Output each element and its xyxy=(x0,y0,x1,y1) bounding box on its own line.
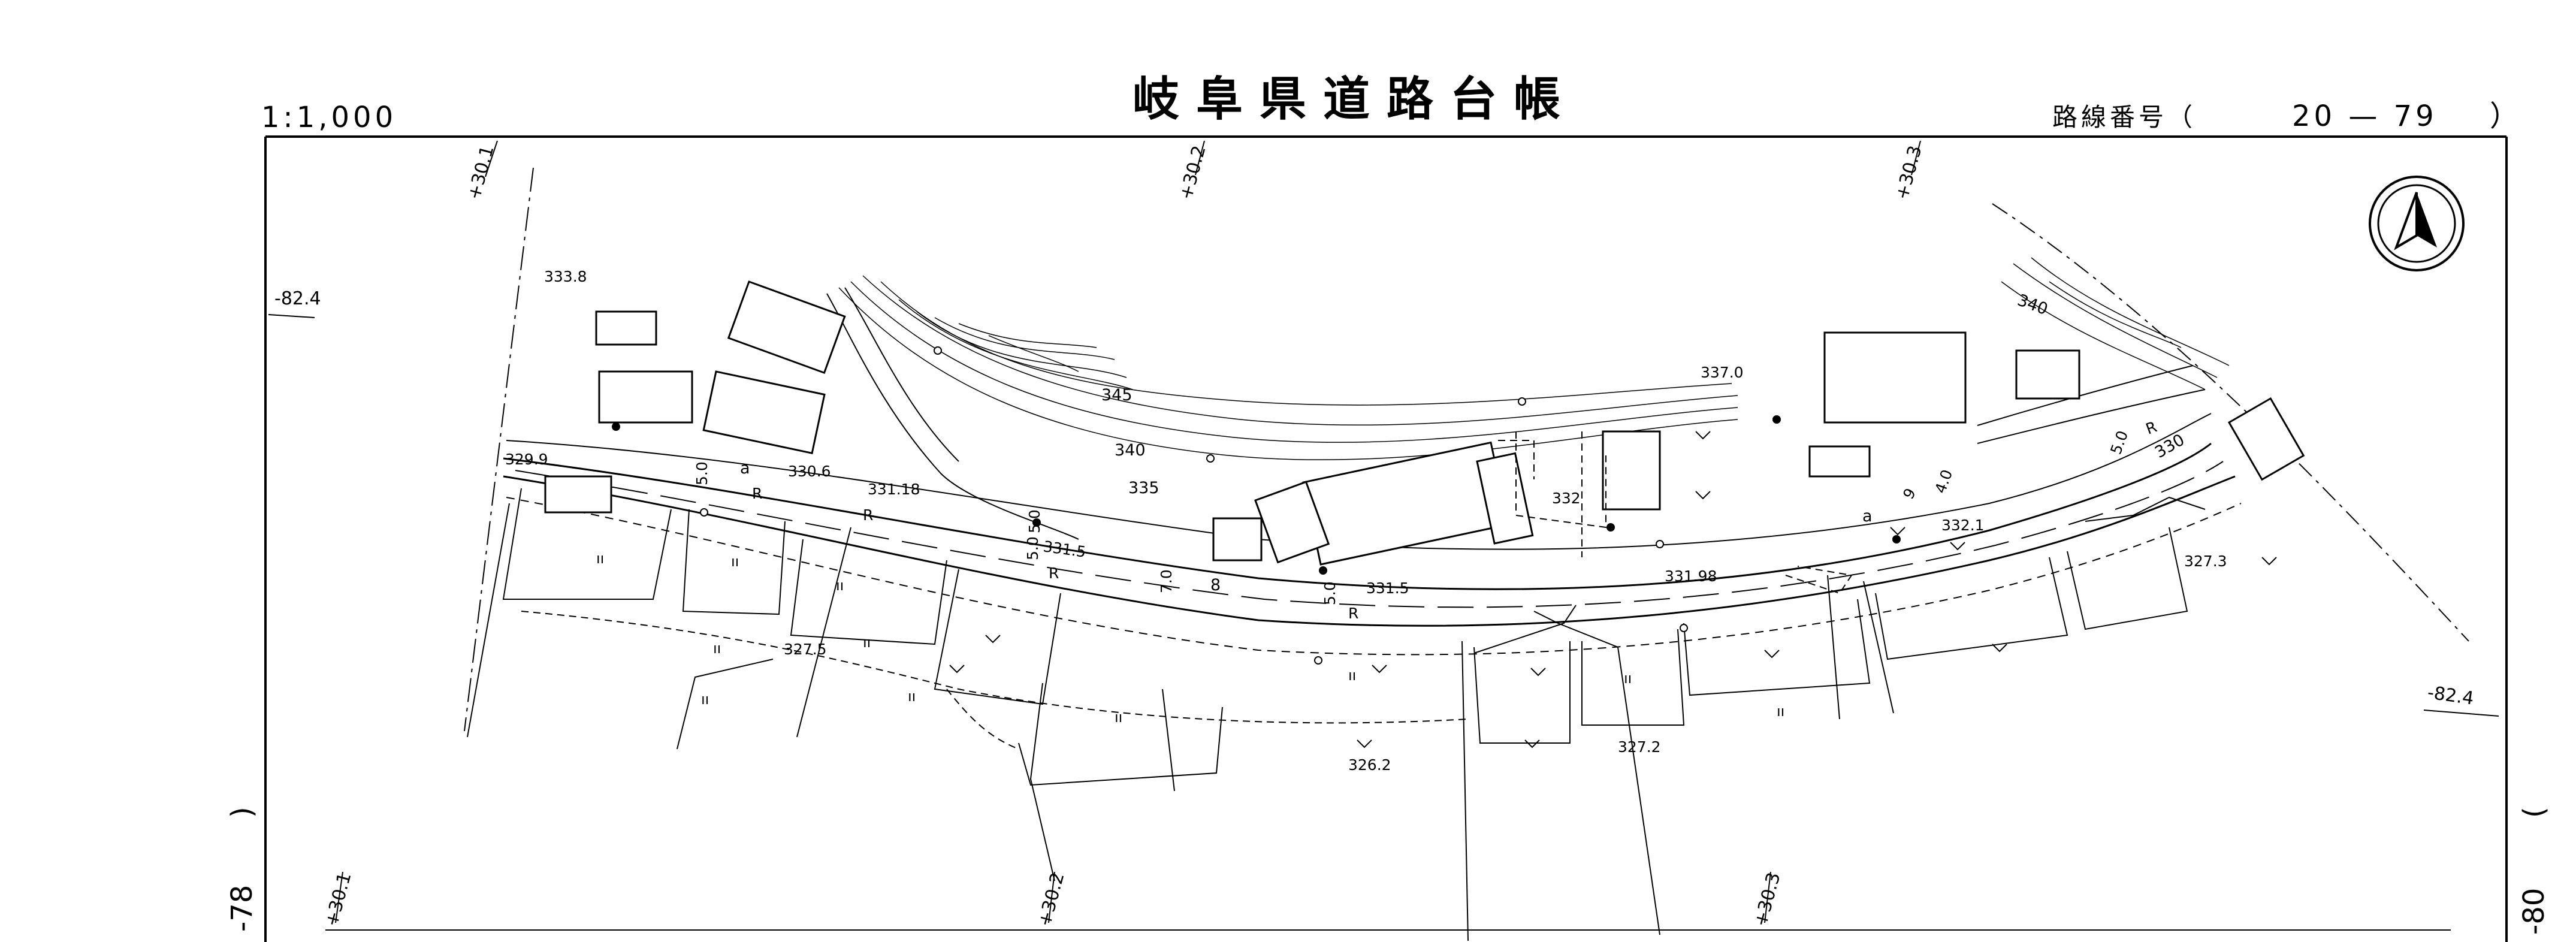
svg-text:ıı: ıı xyxy=(731,553,739,570)
map-scale: 1:1,000 xyxy=(261,101,397,134)
elevation-label: 329.9 xyxy=(505,451,548,468)
svg-text:ıı: ıı xyxy=(836,577,844,594)
svg-text:ıı: ıı xyxy=(713,640,721,657)
parcel-boundaries-dashed xyxy=(521,431,1853,750)
vegetation-marks xyxy=(949,431,2277,748)
elevation-label: 331.5 xyxy=(1366,579,1409,597)
road-mark: R xyxy=(1049,564,1059,582)
route-number: 20 — 79 xyxy=(2292,99,2438,133)
station-label-top-1: +30.1 xyxy=(464,143,499,202)
svg-text:ıı: ıı xyxy=(908,688,916,705)
contour-label-335: 335 xyxy=(1128,479,1159,497)
map-frame xyxy=(264,135,2508,942)
sheet-ref-left-paren: ) xyxy=(225,807,259,818)
svg-text:ıı: ıı xyxy=(701,691,709,708)
elevation-label: 327.3 xyxy=(2184,552,2227,570)
elevation-label: 332.1 xyxy=(1941,517,1985,534)
road-mark: R xyxy=(2143,418,2159,437)
survey-points xyxy=(612,415,1901,575)
station-label-bottom-2: +30.2 xyxy=(1034,870,1069,929)
offset-label-left: -82.4 xyxy=(274,288,321,309)
road-width: 4.0 xyxy=(1931,467,1956,496)
svg-text:ıı: ıı xyxy=(1624,670,1632,687)
elevation-label: 331.98 xyxy=(1665,567,1717,585)
road-mark: R xyxy=(1348,605,1358,622)
elevation-label: 330.6 xyxy=(788,463,831,480)
parcel-boundaries xyxy=(467,488,2206,941)
road xyxy=(503,287,2242,656)
road-width: 5.0 xyxy=(693,461,711,485)
svg-text:ıı: ıı xyxy=(1348,667,1356,684)
station-label-top-3: +30.3 xyxy=(1892,143,1926,202)
road-mark: a xyxy=(1862,507,1873,526)
sheet-ref-right-paren: ( xyxy=(2517,807,2551,818)
utility-poles xyxy=(700,346,1688,665)
road-width: 5.0 xyxy=(1026,509,1043,533)
sheet-ref-right: -80 xyxy=(2517,888,2551,935)
road-mark: R xyxy=(863,506,873,524)
elevation-label: 337.0 xyxy=(1701,364,1744,381)
contour-label-340: 340 xyxy=(1115,441,1146,460)
road-mark: R xyxy=(752,485,762,502)
route-number-label: 路線番号（ xyxy=(2052,102,2196,132)
road-mark: a xyxy=(740,459,750,478)
elevation-label: 327.2 xyxy=(1618,738,1661,756)
map-title: 岐阜県道路台帳 xyxy=(1133,73,1577,126)
field-marks: ıı ıı ıı ıı ıı ıı ıı ıı ıı ıı ıı xyxy=(596,550,1784,726)
elevation-label: 331.5 xyxy=(1042,538,1087,561)
offset-label-right: -82.4 xyxy=(2426,682,2475,709)
svg-text:ıı: ıı xyxy=(1777,703,1784,720)
station-ticks-bottom xyxy=(335,871,1771,923)
road-width: 5.0 xyxy=(2107,428,2131,457)
elevation-label: 333.8 xyxy=(544,268,587,285)
road-width: 9 xyxy=(1899,485,1919,502)
station-label-bottom-3: +30.3 xyxy=(1750,870,1785,929)
contour-label-330: 330 xyxy=(2152,430,2188,462)
sheet-ref-left: -78 xyxy=(225,885,259,932)
buildings xyxy=(544,280,2305,566)
elevation-label: 327.5 xyxy=(784,641,827,658)
contour-label-340-east: 340 xyxy=(2015,291,2050,319)
route-number-close: ） xyxy=(2490,99,2522,133)
station-label-top-2: +30.2 xyxy=(1176,143,1210,202)
station-label-bottom-1: +30.1 xyxy=(321,870,356,929)
route-boundary-lines xyxy=(464,167,2469,732)
elevation-label: 332 xyxy=(1552,490,1581,507)
road-width: 5.0 xyxy=(1024,536,1041,560)
road-width: 7.0 xyxy=(1158,569,1175,593)
contour-label-345: 345 xyxy=(1101,386,1133,404)
contour-lines xyxy=(838,257,2230,461)
svg-text:ıı: ıı xyxy=(863,634,871,651)
station-ticks-top xyxy=(485,140,1921,177)
road-width: 5.0 xyxy=(1321,581,1339,605)
north-arrow-icon xyxy=(2369,176,2465,271)
svg-text:ıı: ıı xyxy=(1115,709,1122,726)
elevation-label: 326.2 xyxy=(1348,756,1391,774)
svg-text:ıı: ıı xyxy=(596,550,604,567)
elevation-label: 331.18 xyxy=(868,481,920,498)
road-mark: 8 xyxy=(1210,576,1221,594)
